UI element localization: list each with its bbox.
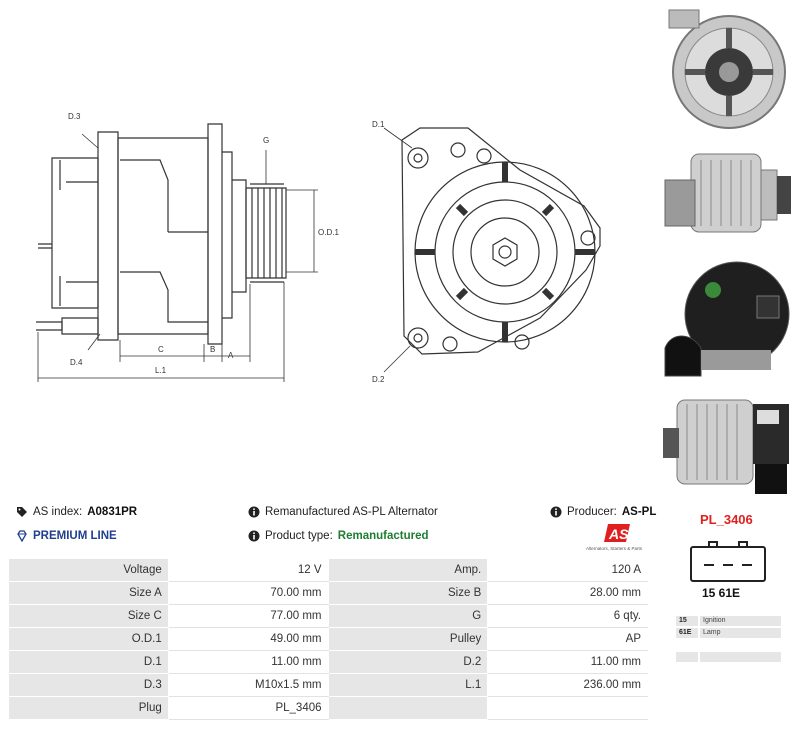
info-icon	[248, 506, 260, 518]
param-value-cell: PL_3406	[167, 696, 329, 720]
as-index-label: AS index:	[33, 506, 83, 518]
logo-tagline: Alternators, Starters & Parts	[586, 546, 643, 551]
param-value-cell: 120 A	[487, 558, 648, 582]
param-value-cell: 12 V	[167, 558, 329, 582]
param-name-cell: Amp.	[327, 558, 489, 582]
param-value-cell: 28.00 mm	[487, 581, 648, 605]
label-d1: D.1	[372, 120, 385, 129]
producer-label: Producer:	[567, 506, 617, 518]
param-value-cell	[487, 696, 648, 720]
param-name-cell: L.1	[327, 673, 489, 697]
param-value-cell: AP	[487, 627, 648, 651]
param-name-cell: D.1	[8, 650, 169, 674]
legend-row	[676, 640, 781, 650]
label-a: A	[228, 351, 234, 360]
param-value-cell: 77.00 mm	[167, 604, 329, 628]
legend-code: 61E	[676, 628, 698, 638]
param-name-cell: Voltage	[8, 558, 169, 582]
premium-line-label: PREMIUM LINE	[33, 530, 117, 542]
premium-line-row: PREMIUM LINE	[16, 530, 117, 542]
info-icon	[248, 530, 260, 542]
alternator-side-photo[interactable]	[661, 140, 797, 246]
param-name-cell	[327, 696, 489, 720]
param-value-cell: 11.00 mm	[487, 650, 648, 674]
param-value-cell: 49.00 mm	[167, 627, 329, 651]
param-name-cell: Size B	[327, 581, 489, 605]
param-value-cell: M10x1.5 mm	[167, 673, 329, 697]
label-od1: O.D.1	[318, 228, 339, 237]
alternator-front-photo[interactable]	[661, 6, 797, 134]
side-view-main-housing	[97, 131, 119, 341]
front-view	[383, 127, 601, 373]
logo-mark: AS	[608, 526, 629, 542]
product-type-row: Product type: Remanufactured	[248, 530, 429, 542]
plug-pin-label: 15 61E	[702, 586, 741, 600]
label-b: B	[210, 345, 215, 354]
producer-value: AS-PL	[621, 506, 657, 518]
label-d3: D.3	[68, 112, 81, 121]
side-view-rear-housing	[51, 157, 99, 309]
label-g: G	[263, 136, 269, 145]
param-value-cell: 70.00 mm	[167, 581, 329, 605]
legend-description: Ignition	[700, 616, 781, 626]
side-view-pulley	[245, 183, 287, 283]
param-name-cell: D.3	[8, 673, 169, 697]
alternator-technical-drawing: D.3 G O.D.1 D.4 C B A L.1 D.1 D.2	[36, 112, 601, 384]
param-name-cell: Plug	[8, 696, 169, 720]
param-name-cell: D.2	[327, 650, 489, 674]
plug-title: PL_3406	[700, 512, 753, 527]
as-index-row: AS index: A0831PR	[16, 506, 137, 518]
alternator-rear-photo[interactable]	[661, 252, 797, 388]
label-d2: D.2	[372, 375, 385, 384]
info-icon	[550, 506, 562, 518]
param-name-cell: G	[327, 604, 489, 628]
description-row: Remanufactured AS-PL Alternator	[248, 506, 438, 518]
plug-connector-diagram	[690, 541, 766, 582]
legend-description: Lamp	[700, 628, 781, 638]
legend-description	[700, 652, 781, 662]
tags-icon	[17, 507, 27, 517]
alternator-rear-side-photo[interactable]	[661, 394, 797, 498]
plug-pin	[742, 564, 752, 566]
legend-code	[676, 652, 698, 662]
param-name-cell: Size A	[8, 581, 169, 605]
side-view-front-flange	[207, 123, 223, 345]
param-value-cell: 6 qty.	[487, 604, 648, 628]
plug-pin	[704, 564, 714, 566]
label-l1: L.1	[155, 366, 167, 375]
param-name-cell: O.D.1	[8, 627, 169, 651]
label-d4: D.4	[70, 358, 83, 367]
param-name-cell: Pulley	[327, 627, 489, 651]
as-pl-logo: AS Alternators, Starters & Parts	[586, 524, 643, 551]
product-type-value: Remanufactured	[337, 530, 429, 542]
param-value-cell: 11.00 mm	[167, 650, 329, 674]
legend-description	[700, 640, 781, 650]
param-value-cell: 236.00 mm	[487, 673, 648, 697]
diamond-icon	[17, 530, 27, 542]
producer-row: Producer: AS-PL	[550, 506, 656, 518]
product-description: Remanufactured AS-PL Alternator	[265, 506, 438, 518]
legend-row	[676, 652, 781, 662]
plug-pin	[723, 564, 733, 566]
as-index-value: A0831PR	[87, 506, 138, 518]
product-type-label: Product type:	[265, 530, 333, 542]
legend-code: 15	[676, 616, 698, 626]
legend-code	[676, 640, 698, 650]
param-name-cell: Size C	[8, 604, 169, 628]
label-c: C	[158, 345, 164, 354]
